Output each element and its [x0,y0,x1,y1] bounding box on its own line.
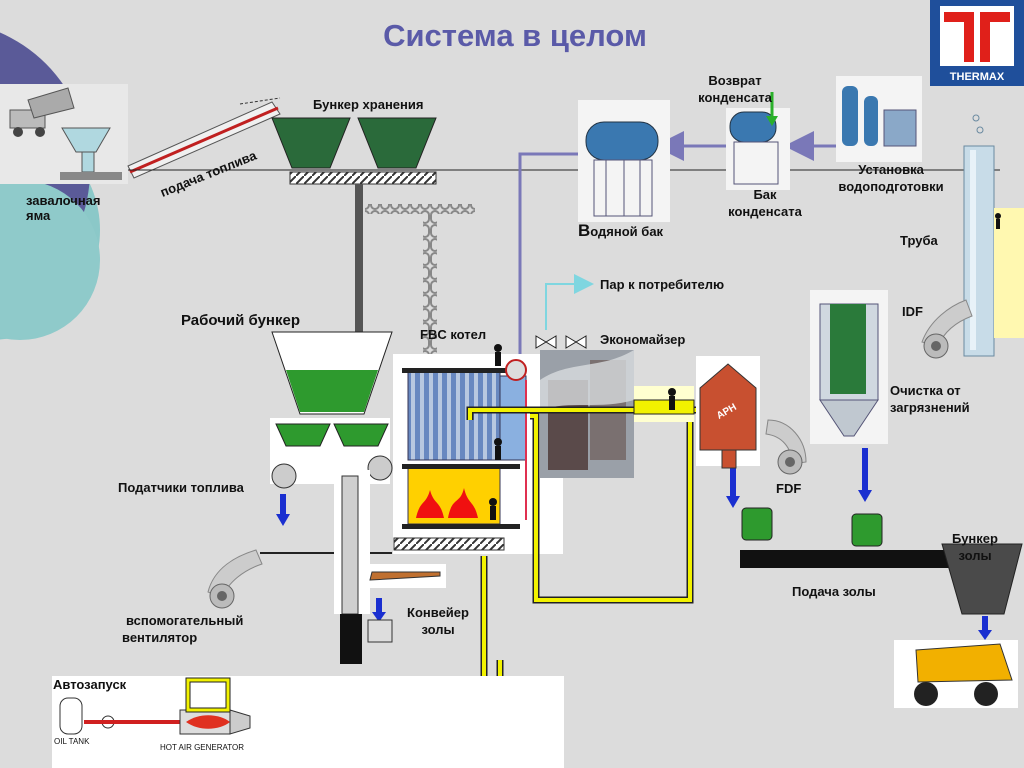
pipe-label: Труба [900,233,938,248]
ash-bunker-label-1: Бункер [952,531,998,546]
condensate-return-label-1: Возврат [708,73,762,88]
aux-fan-label-2: вентилятор [122,630,198,645]
dump-pit-label-2: яма [26,208,51,223]
bag-filter-image [810,290,888,444]
water-tank-image [578,100,670,222]
autostart-label: Автозапуск [53,677,127,692]
fbc-boiler-label: FBC котел [420,327,487,342]
water-tank-initial: В [578,221,591,240]
logo-text: THERMAX [950,71,1005,83]
ash-dump-truck [894,640,1018,708]
thermax-logo: THERMAX [930,0,1024,86]
storage-bunkers [128,117,1000,334]
working-bunker [270,331,393,489]
operator-figures [489,213,1001,520]
fdf-fan [765,419,807,475]
page-title: Система в целом [383,18,647,53]
steam-consumer-label: Пар к потребителю [600,277,725,292]
chain-elevator [365,204,475,392]
ash-conveyor-label-1: Конвейер [407,605,469,620]
idf-label: IDF [902,304,923,319]
fdf-label: FDF [776,481,802,496]
fuel-feed-conveyor [127,97,281,179]
water-tank-label: Водяной бак [578,221,664,240]
water-treatment-image [836,76,922,162]
ash-conveyor-label-2: золы [421,622,455,637]
blue-arrows [276,448,992,640]
aph-unit: APH [696,356,760,469]
oil-tank-label: OIL TANK [54,737,90,746]
working-bunker-label: Рабочий бункер [181,312,301,329]
water-treatment-label-1: Установка [858,162,924,177]
fuel-feeders-label: Податчики топлива [118,480,244,495]
ash-feed-label: Подача золы [792,584,876,599]
chimney [963,114,1024,357]
ash-bunker-label-2: золы [958,548,992,563]
ash-conveyor [334,470,446,664]
dust-cleaning-label-1: Очистка от [890,383,961,398]
condensate-return-label-2: конденсата [698,90,772,105]
idf-fan [921,299,973,359]
fbc-boiler [393,350,634,554]
condensate-tank-label-2: конденсата [728,204,802,219]
storage-bunker-label: Бункер хранения [313,97,424,112]
condensate-tank-image [726,92,790,190]
water-tank-rest: одяной бак [590,224,664,239]
aux-fan-label-1: вспомогательный [126,613,244,628]
ash-feed [740,507,1023,615]
economizer-valves [535,335,587,349]
dump-pit-label-1: завалочная [26,193,101,208]
dump-truck-image [0,84,128,184]
water-treatment-label-2: водоподготовки [838,179,944,194]
dust-cleaning-label-2: загрязнений [890,400,970,415]
hot-air-generator [52,676,564,768]
duct-connector [633,399,695,415]
steam-lines [518,131,836,358]
condensate-tank-label-1: Бак [753,187,777,202]
hot-air-generator-label: HOT AIR GENERATOR [160,743,245,752]
economizer-label: Экономайзер [600,332,686,347]
